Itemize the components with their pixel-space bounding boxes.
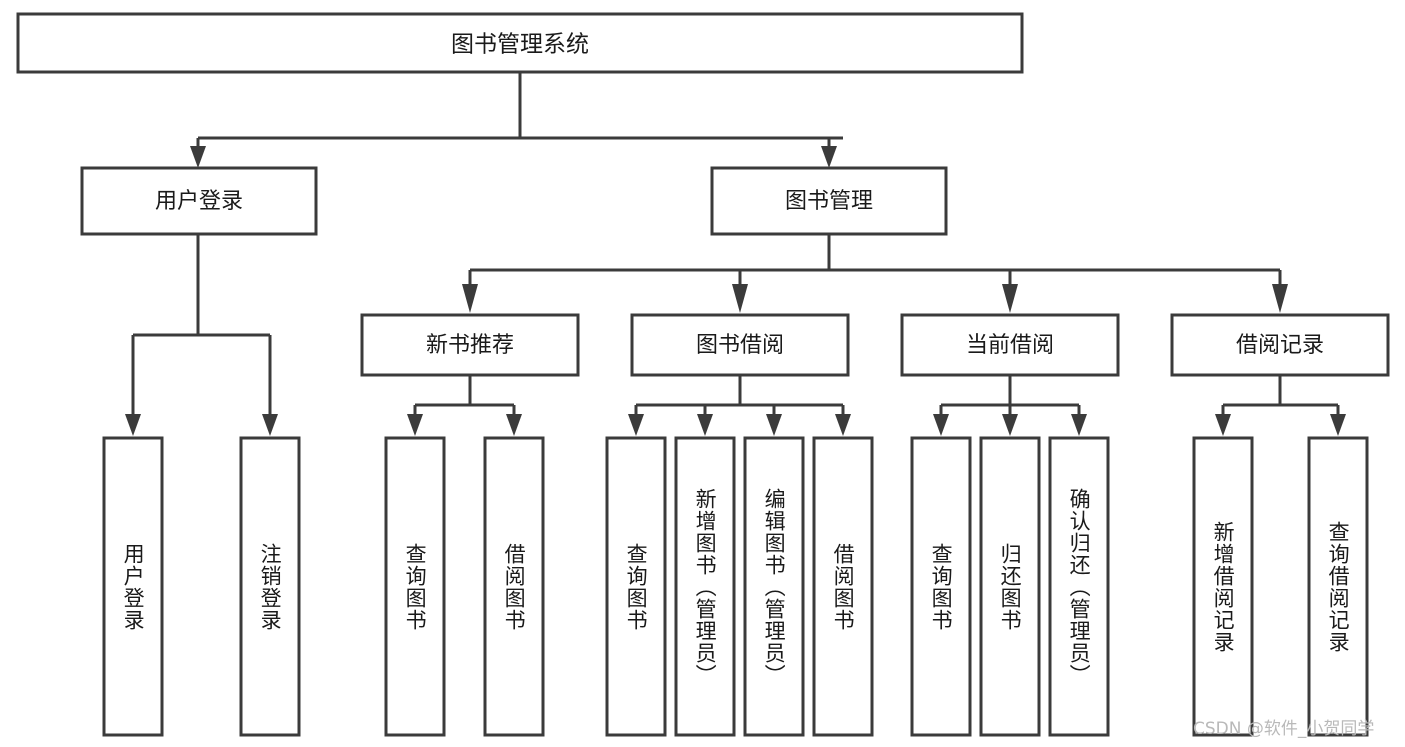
- leaf-box-book-borrow-4[interactable]: [812, 436, 874, 737]
- node-user-login-box[interactable]: [80, 166, 318, 236]
- node-book-manage-label: 图书管理: [785, 189, 873, 214]
- arrow-user-login: [190, 146, 206, 168]
- node-root-label: 图书管理系统: [451, 32, 589, 58]
- node-current-borrow-label: 当前借阅: [966, 333, 1054, 358]
- node-current-borrow-box[interactable]: [900, 313, 1120, 377]
- leaf-box-borrow-record-2[interactable]: [1307, 436, 1369, 737]
- arrow-book-borrow: [732, 284, 748, 313]
- edges-layer: [125, 72, 1346, 436]
- arrow-leaf-bookborrow-4: [835, 414, 851, 436]
- leaf-box-current-borrow-2[interactable]: [979, 436, 1041, 737]
- leaf-box-borrow-record-1[interactable]: [1192, 436, 1254, 737]
- arrow-borrow-record: [1272, 284, 1288, 313]
- leaf-box-current-borrow-1[interactable]: [910, 436, 972, 737]
- leaf-box-book-borrow-1[interactable]: [605, 436, 667, 737]
- arrow-leaf-currentborrow-1: [933, 414, 949, 436]
- node-book-borrow-label: 图书借阅: [696, 333, 784, 358]
- arrow-new-book: [462, 284, 478, 313]
- leaf-box-new-book-1[interactable]: [384, 436, 446, 737]
- node-user-login-label: 用户登录: [155, 189, 243, 214]
- node-root-box[interactable]: [16, 12, 1024, 74]
- leaf-box-user-login-1[interactable]: [102, 436, 164, 737]
- arrow-leaf-borrowrecord-1: [1215, 414, 1231, 436]
- nodes-layer: 图书管理系统 用户登录 图书管理 新书推荐 图书借阅 当前借阅 借阅记录: [16, 12, 1390, 737]
- arrow-leaf-user-login-1: [125, 414, 141, 436]
- arrow-leaf-newbook-2: [506, 414, 522, 436]
- leaf-box-book-borrow-2[interactable]: [674, 436, 736, 737]
- csdn-watermark: CSDN @软件_小贺同学: [1193, 719, 1375, 739]
- arrow-leaf-currentborrow-3: [1071, 414, 1087, 436]
- leaf-box-user-login-2[interactable]: [239, 436, 301, 737]
- node-book-borrow-box[interactable]: [630, 313, 850, 377]
- node-borrow-record-box[interactable]: [1170, 313, 1390, 377]
- node-book-manage-box[interactable]: [710, 166, 948, 236]
- arrow-current-borrow: [1002, 284, 1018, 313]
- node-new-book-recommend-label: 新书推荐: [426, 333, 514, 358]
- arrow-leaf-borrowrecord-2: [1330, 414, 1346, 436]
- arrow-leaf-currentborrow-2: [1002, 414, 1018, 436]
- arrow-leaf-bookborrow-3: [766, 414, 782, 436]
- leaf-box-new-book-2[interactable]: [483, 436, 545, 737]
- arrow-leaf-bookborrow-1: [628, 414, 644, 436]
- arrow-leaf-newbook-1: [407, 414, 423, 436]
- leaf-box-current-borrow-3[interactable]: [1048, 436, 1110, 737]
- arrow-leaf-user-login-2: [262, 414, 278, 436]
- arrow-book-manage: [821, 146, 837, 168]
- node-new-book-recommend-box[interactable]: [360, 313, 580, 377]
- node-borrow-record-label: 借阅记录: [1236, 333, 1324, 358]
- arrow-leaf-bookborrow-2: [697, 414, 713, 436]
- leaf-box-book-borrow-3[interactable]: [743, 436, 805, 737]
